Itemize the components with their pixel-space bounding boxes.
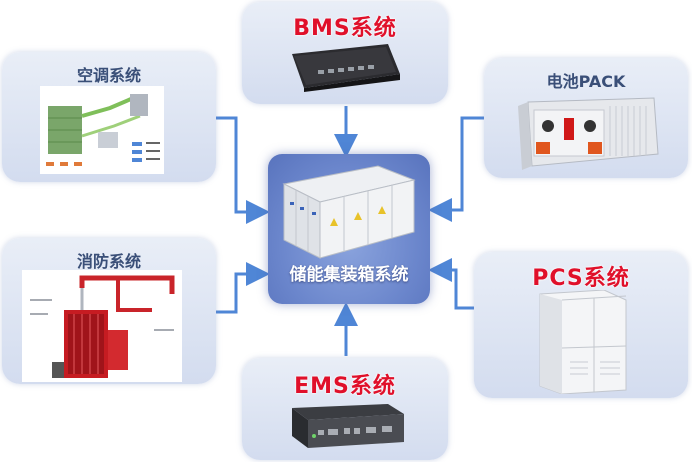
- arrow-battery: [428, 116, 484, 222]
- hvac-title: 空调系统: [76, 66, 141, 85]
- arrow-fire: [216, 262, 270, 314]
- bms-node: BMS系统: [242, 2, 448, 104]
- battery-node: 电池PACK: [484, 58, 688, 178]
- fire-system-image: [22, 270, 182, 382]
- arrow-pcs: [428, 258, 474, 310]
- pcs-cabinet-image: [539, 290, 627, 394]
- battery-pack-image: [518, 97, 659, 170]
- bms-title: BMS系统: [293, 16, 397, 41]
- hvac-node: 空调系统: [2, 52, 216, 182]
- arrow-hvac: [216, 116, 270, 224]
- fire-title: 消防系统: [76, 252, 141, 271]
- bms-device-image: [292, 44, 400, 92]
- pcs-title: PCS系统: [532, 266, 630, 291]
- ems-title: EMS系统: [294, 374, 396, 399]
- center-container-node: 储能集装箱系统: [268, 154, 430, 304]
- battery-title: 电池PACK: [546, 72, 626, 91]
- hvac-schematic-image: [40, 86, 164, 174]
- pcs-node: PCS系统: [474, 252, 688, 398]
- fire-node: 消防系统: [2, 238, 216, 384]
- ems-device-image: [292, 404, 404, 448]
- ems-node: EMS系统: [242, 358, 448, 460]
- center-label: 储能集装箱系统: [289, 265, 409, 285]
- storage-container-image: [282, 165, 416, 259]
